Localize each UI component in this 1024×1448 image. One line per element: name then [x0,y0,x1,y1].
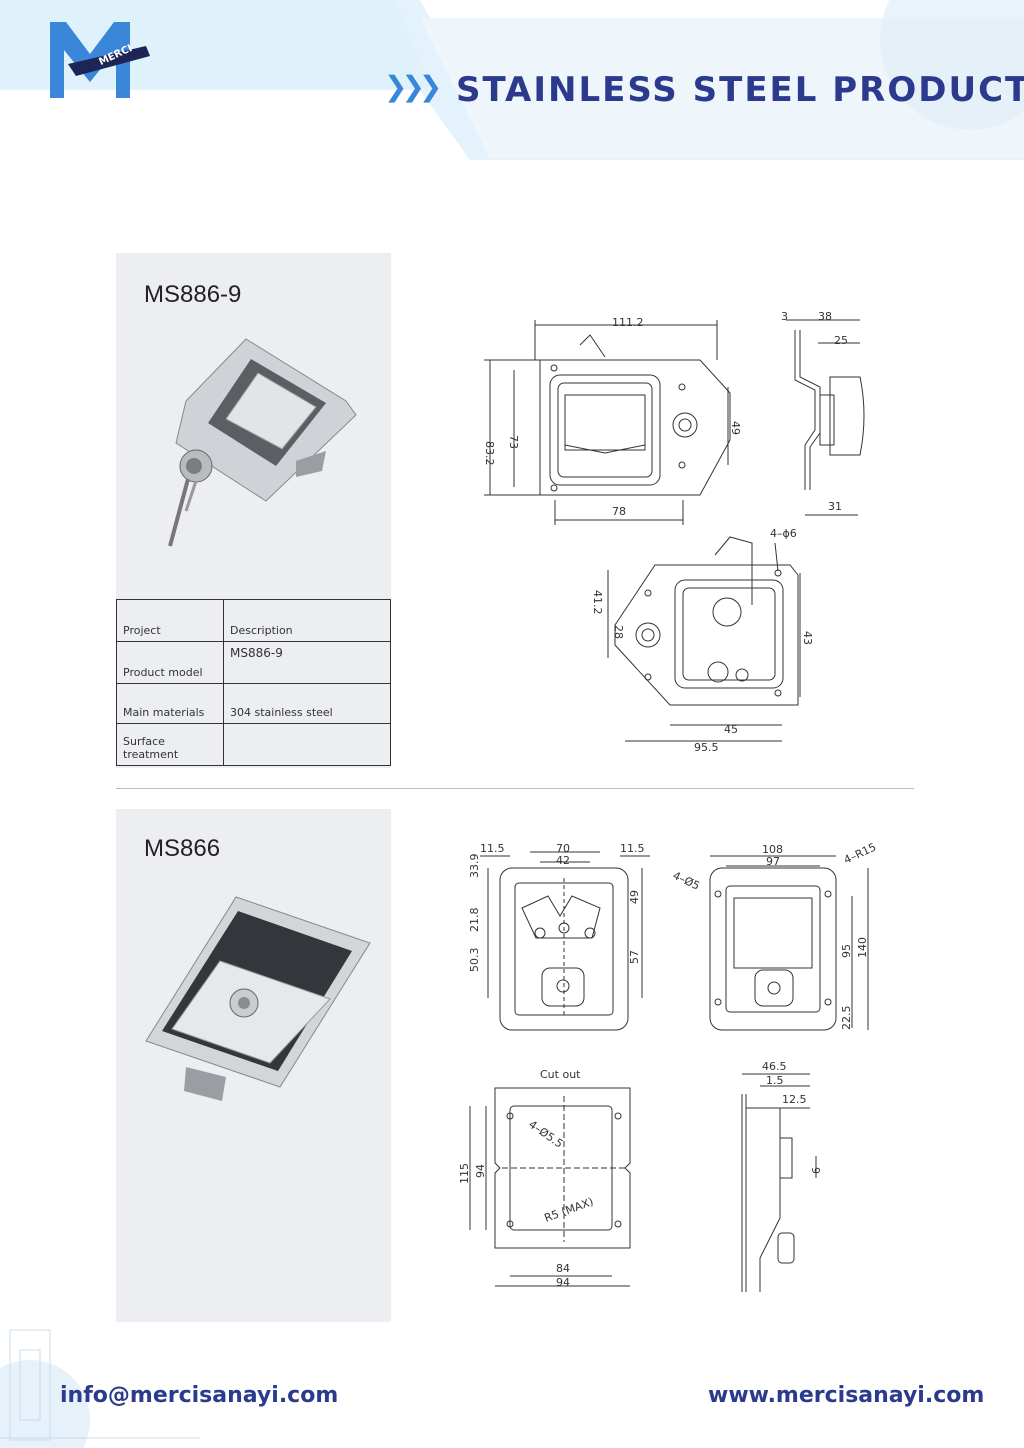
table-cell: Project [116,599,224,642]
front-view [484,320,731,525]
dim-label: 95 [840,944,853,958]
back-view [607,536,801,742]
dim-label: 111.2 [612,316,644,329]
table-row: Surface treatment [116,723,391,766]
dim-label: 31 [828,500,842,513]
dim-label: 4–Ø5 [671,869,702,893]
dim-label: 38 [818,310,832,323]
table-cell: Product model [116,641,224,684]
dim-label: 50.3 [468,948,481,973]
dim-label: 83.2 [483,441,496,466]
dim-label: 84 [556,1262,570,1275]
front-view [709,855,869,1031]
dim-label: 94 [474,1164,487,1178]
table-cell: MS886-9 [223,641,391,684]
spec-table: Project Description Product model MS886-… [116,599,391,766]
dim-label: 42 [556,854,570,867]
dim-label: 46.5 [762,1060,787,1073]
dim-label: 41.2 [591,590,604,615]
product-model-title: MS886-9 [144,281,242,308]
dim-label: 12.5 [782,1093,807,1106]
logo-mark [50,22,150,98]
footer-website-link[interactable]: www.mercisanayi.com [708,1383,985,1408]
footer-email-link[interactable]: info@mercisanayi.com [60,1383,339,1408]
dim-label: 22.5 [840,1006,853,1031]
table-cell [223,723,391,766]
table-cell: Description [223,599,391,642]
dim-label: 94 [556,1276,570,1289]
dim-label: 49 [729,421,742,435]
section-divider [116,788,914,789]
dim-label: 45 [724,723,738,736]
cutout-view [469,1087,631,1287]
dim-label: 4–ϕ6 [770,527,797,540]
dim-label: R5 (MAX) [543,1195,596,1225]
side-view [786,319,865,516]
product-model-title: MS866 [144,835,221,862]
table-cell: Main materials [116,683,224,724]
dim-label: 11.5 [620,842,645,855]
table-cell: Surface treatment [116,723,224,766]
product-photo-ms886-9 [168,338,357,547]
table-row: Product model MS886-9 [116,641,391,684]
technical-drawing-ms886-9: 111.2 83.2 73 49 78 3 38 25 31 4–ϕ6 41.2… [483,310,865,754]
product-panel-ms886-9: MS886-9 Project Description Product mode… [116,253,391,768]
table-row: Main materials 304 stainless steel [116,683,391,724]
dim-label: 1.5 [766,1074,784,1087]
dim-label: 57 [628,950,641,964]
product-photo-ms866 [145,896,371,1101]
dim-label: 49 [628,890,641,904]
banner-background [0,0,1024,160]
dim-label: 140 [856,937,869,958]
product-panel-ms866: MS866 [116,809,391,1322]
dim-label: 43 [801,631,814,645]
footer-decoration [0,1329,200,1448]
dim-label: 11.5 [480,842,505,855]
dim-label: 21.8 [468,908,481,933]
page-title: STAINLESS STEEL PRODUCTS [456,70,1024,110]
side-view [741,1073,817,1292]
dim-label: 4–Ø5.5 [526,1118,565,1151]
dim-label: 97 [766,855,780,868]
dim-label: 73 [507,435,520,449]
dim-label: 95.5 [694,741,719,754]
dim-label: 25 [834,334,848,347]
header-banner [0,0,1024,160]
back-view [480,851,650,1031]
dim-label: 6 [810,1167,823,1174]
table-row: Project Description [116,599,391,642]
logo[interactable]: MERCI [46,16,156,102]
dim-label: 3 [781,310,788,323]
technical-drawing-ms866: 11.5 70 42 11.5 33.9 21.8 50.3 49 57 108… [460,841,878,1292]
dim-label: 28 [612,625,625,639]
dim-label: 115 [460,1163,471,1184]
dim-label: 70 [556,842,570,855]
cutout-label: Cut out [540,1068,581,1081]
dim-label: 108 [762,843,783,856]
dim-label: 78 [612,505,626,518]
dim-label: 4–R15 [842,841,878,867]
chevrons-icon: ❯❯❯ [384,70,442,103]
dim-label: 33.9 [468,854,481,879]
table-cell: 304 stainless steel [223,683,391,724]
